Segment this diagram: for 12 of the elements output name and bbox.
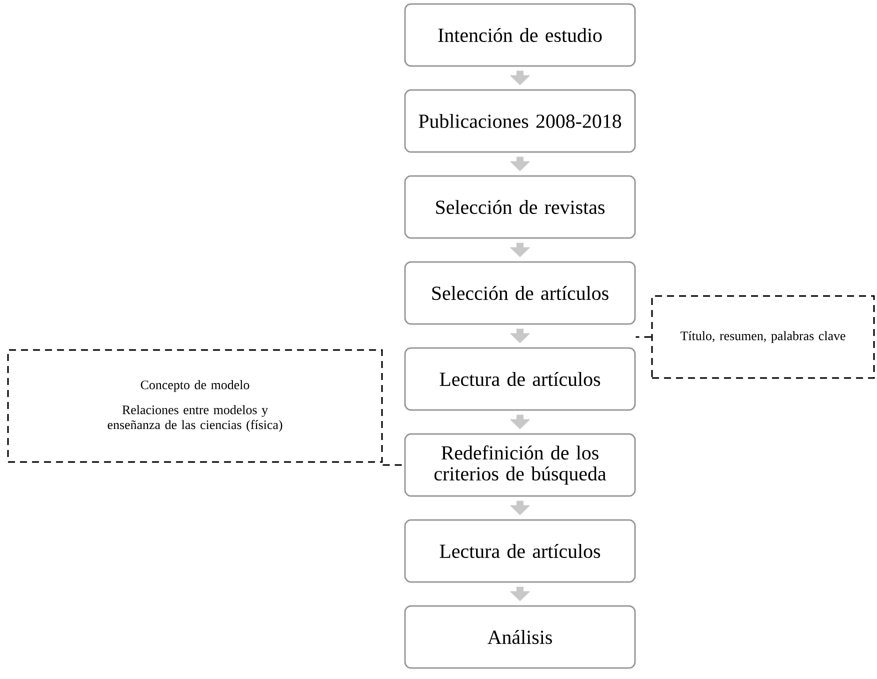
leader-line [636,336,652,338]
leader-line [382,464,404,466]
process-box: Análisis [404,605,636,669]
process-box: Redefinición de los criterios de búsqueda [404,433,636,497]
note-box: Concepto de modelo Relaciones entre modelos y enseñanza de las ciencias (física) [7,349,383,463]
note-box: Título, resumen, palabras clave [651,295,875,379]
process-box: Lectura de artículos [404,519,636,583]
process-box: Lectura de artículos [404,347,636,411]
process-box: Selección de revistas [404,175,636,239]
process-box: Publicaciones 2008-2018 [404,89,636,153]
process-box: Intención de estudio [404,3,636,67]
process-box: Selección de artículos [404,261,636,325]
